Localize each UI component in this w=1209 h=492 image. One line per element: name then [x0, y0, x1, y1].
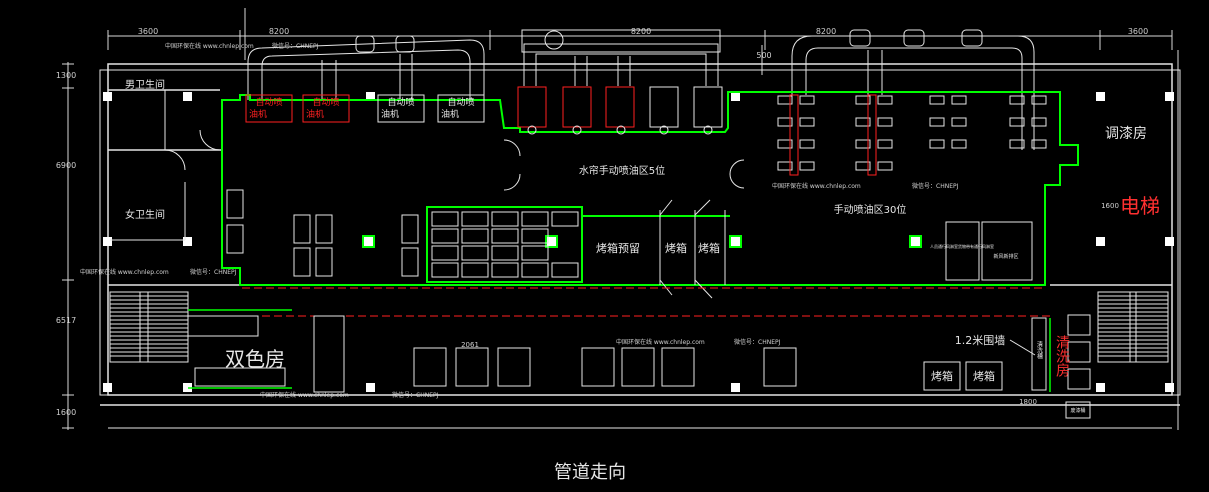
outer-walls [99, 63, 1181, 429]
dim-left-3: 6517 [56, 316, 76, 325]
oven-label-1: 烤箱 [665, 241, 687, 255]
dim-500: 500 [756, 51, 771, 60]
auto-sprayer-white-2-line1: 自动喷 [447, 96, 474, 108]
pipe-direction-caption: 管道走向 [554, 462, 626, 483]
auto-sprayer-white-1-line2: 油机 [381, 108, 399, 120]
nozzle-stations [226, 189, 419, 277]
zone-markers [362, 235, 922, 248]
watermark-wechat-4: 微信号：CHNEPJ [734, 338, 781, 346]
manual-zone-ducts [789, 94, 877, 176]
curtain-booths [517, 86, 723, 128]
lower-oven-label-1: 烤箱 [931, 369, 953, 383]
watermark-site-4: 中国环保在线 www.chnlep.com [616, 338, 705, 346]
lower-ovens [923, 361, 1003, 391]
dim-left-1: 1300 [56, 71, 76, 80]
watermark-wechat-2: 微信号：CHNEPJ [912, 182, 959, 190]
watermark-wechat-3: 微信号：CHNEPJ [190, 268, 237, 276]
elevator-label: 电梯 [1120, 194, 1160, 218]
waste-paint-label: 废漆桶 [1070, 407, 1085, 414]
auto-sprayer-white-1: 自动喷 油机 [377, 94, 425, 123]
watermark-wechat-1: 微信号：CHNEPJ [272, 42, 319, 50]
spray-operators [527, 125, 713, 135]
cleaning-room [1031, 314, 1091, 419]
fence-label: 1.2米围墙 [955, 333, 1006, 347]
manual-zone-label: 手动喷油区30位 [834, 203, 907, 216]
watermark-wechat-5: 微信号：CHNEPJ [392, 391, 439, 399]
two-color-room-walls [188, 309, 292, 389]
dim-top-3: 8200 [631, 27, 651, 36]
two-color-room-label: 双色房 [225, 347, 285, 371]
dim-1600: 1600 [1101, 202, 1119, 210]
workbench-clusters [413, 347, 797, 387]
air-shower [945, 221, 1033, 281]
zone-doors [503, 139, 745, 299]
auto-sprayer-white-2-line2: 油机 [441, 108, 459, 120]
fence-leader [1009, 339, 1036, 356]
dim-top-1: 3600 [138, 27, 158, 36]
auto-sprayer-red-2-line1: 自动喷 [312, 96, 339, 108]
male-restroom-label: 男卫生间 [125, 78, 165, 91]
air-shower-label: 人员通行风淋室货物带有通行风淋室 [930, 243, 994, 249]
left-staircase [109, 291, 189, 363]
dim-top-2: 8200 [269, 27, 289, 36]
auto-sprayer-white-2: 自动喷 油机 [437, 94, 485, 123]
dim-left-2: 6900 [56, 161, 76, 170]
watermark-site-5: 中国环保在线 www.chnlep.com [260, 391, 349, 399]
lower-oven-label-2: 烤箱 [973, 369, 995, 383]
female-restroom-label: 女卫生间 [125, 208, 165, 221]
air-ducts [247, 29, 1035, 150]
dim-left-4: 1600 [56, 408, 76, 417]
curtain-zone-label: 水帘手动喷油区5位 [579, 164, 665, 177]
auto-sprayer-red-2: 自动喷 油机 [302, 94, 350, 123]
dim-2061: 2061 [461, 341, 479, 349]
restroom-walls [110, 90, 221, 241]
watermarks: 中国环保在线 www.chnlep.com 微信号：CHNEPJ 中国环保在线 … [80, 42, 959, 399]
columns [103, 92, 1174, 392]
auto-sprayer-red-1-line2: 油机 [249, 108, 267, 120]
oven-reserve-label: 烤箱预留 [596, 241, 640, 255]
oven-grid [431, 211, 579, 278]
watermark-site-2: 中国环保在线 www.chnlep.com [772, 182, 861, 190]
dim-1800: 1800 [1019, 398, 1037, 406]
two-color-room-equipment [187, 315, 345, 393]
auto-sprayer-red-2-line2: 油机 [306, 108, 324, 120]
auto-sprayer-red-1: 自动喷 油机 [245, 94, 293, 123]
manual-spray-stations [777, 95, 1047, 171]
auto-sprayer-red-1-line1: 自动喷 [255, 96, 282, 108]
dim-top-5: 3600 [1128, 27, 1148, 36]
cleaning-tank-label: 清洗槽 [1036, 340, 1043, 360]
watermark-site-3: 中国环保在线 www.chnlep.com [80, 268, 169, 276]
auto-sprayer-white-1-line1: 自动喷 [387, 96, 414, 108]
paint-mixing-label: 调漆房 [1105, 126, 1147, 142]
right-staircase [1097, 291, 1169, 363]
pipe-lines [190, 287, 1050, 317]
oven-label-2: 烤箱 [698, 241, 720, 255]
air-shower-side-label: 新风新排区 [993, 253, 1018, 260]
watermark-site-1: 中国环保在线 www.chnlep.com [165, 42, 254, 50]
dim-top-4: 8200 [816, 27, 836, 36]
cleaning-room-label: 清洗房 [1054, 335, 1070, 377]
